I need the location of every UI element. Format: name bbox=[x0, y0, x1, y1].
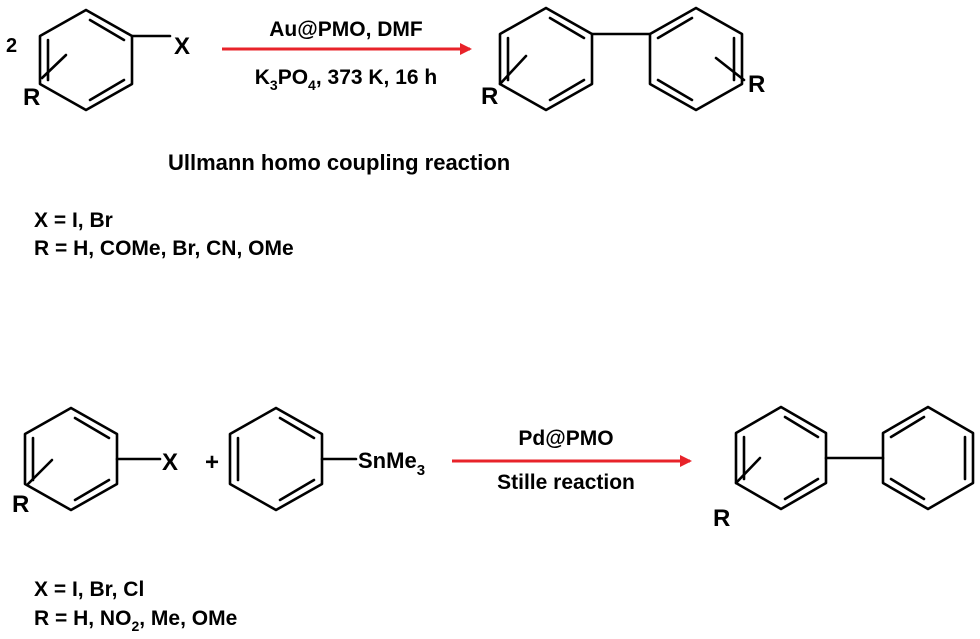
ring-double-bond bbox=[278, 416, 316, 440]
r-group-label: R bbox=[713, 505, 730, 532]
leaving-group-x: X bbox=[174, 33, 190, 60]
ring-double-bond bbox=[783, 415, 820, 439]
x-definition-bottom: X = I, Br, Cl bbox=[34, 578, 144, 601]
ring-double-bond bbox=[278, 478, 316, 502]
benzene-ring bbox=[498, 6, 594, 112]
aryl-halide-ring-bottom bbox=[23, 406, 162, 512]
ring-double-bond bbox=[783, 477, 820, 501]
leaving-group-x: X bbox=[162, 449, 178, 476]
benzene-ring bbox=[648, 6, 744, 112]
benzene-ring bbox=[38, 8, 134, 112]
ring-double-bond bbox=[548, 78, 586, 102]
conditions-above-bottom: Pd@PMO bbox=[518, 427, 613, 450]
conditions-below-bottom: Stille reaction bbox=[497, 471, 635, 494]
r-group-label: R bbox=[748, 71, 765, 98]
biphenyl-product-top bbox=[498, 6, 746, 112]
conditions-below-top: K3PO4, 373 K, 16 h bbox=[255, 66, 438, 93]
ring-double-bond bbox=[889, 477, 926, 501]
r-definition-bottom: R = H, NO2, Me, OMe bbox=[34, 607, 237, 634]
r-group-label: R bbox=[23, 84, 40, 111]
benzene-ring bbox=[23, 406, 119, 512]
stoichiometry-label: 2 bbox=[6, 35, 17, 57]
ring-double-bond bbox=[73, 416, 111, 440]
aryl-halide-ring-top bbox=[38, 8, 172, 112]
ring-double-bond bbox=[656, 16, 694, 40]
benzene-ring bbox=[734, 405, 828, 511]
r-group-label: R bbox=[481, 83, 498, 110]
x-definition-top: X = I, Br bbox=[34, 209, 113, 232]
benzene-ring bbox=[228, 406, 324, 512]
biphenyl-product-bottom bbox=[734, 405, 975, 511]
ring-double-bond bbox=[73, 478, 111, 502]
substituent-bond bbox=[26, 458, 54, 486]
r-definition-top: R = H, COMe, Br, CN, OMe bbox=[34, 237, 294, 260]
r-group-label: R bbox=[12, 491, 29, 518]
substituent-bond bbox=[734, 456, 762, 485]
benzene-ring bbox=[881, 405, 975, 511]
stannane-label: SnMe3 bbox=[358, 448, 425, 479]
substituent-bond bbox=[714, 56, 746, 82]
reaction-caption-top: Ullmann homo coupling reaction bbox=[168, 150, 510, 175]
substituent-bond bbox=[40, 53, 68, 80]
ring-double-bond bbox=[548, 16, 586, 40]
plus-sign: + bbox=[205, 449, 219, 476]
ring-double-bond bbox=[88, 78, 126, 102]
ring-double-bond bbox=[88, 18, 126, 42]
substituent-bond bbox=[498, 54, 528, 86]
phenyl-stannane-ring bbox=[228, 406, 358, 512]
ring-double-bond bbox=[889, 415, 926, 439]
ring-double-bond bbox=[656, 78, 694, 102]
conditions-above-top: Au@PMO, DMF bbox=[269, 18, 423, 41]
